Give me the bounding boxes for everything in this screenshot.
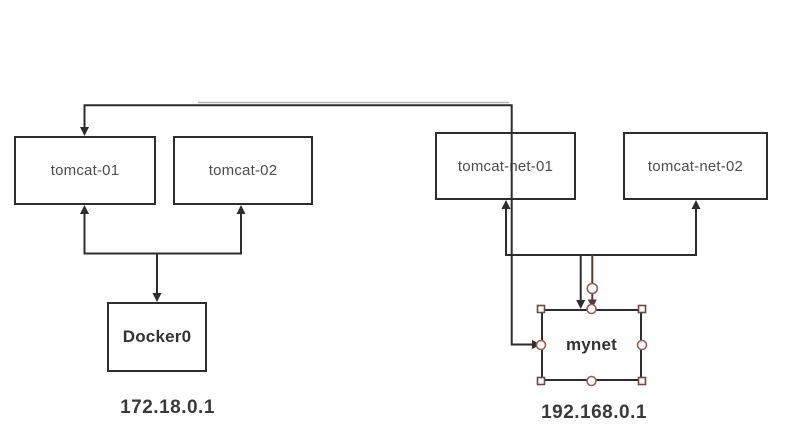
connector-docker0-tomcats[interactable] bbox=[83, 214, 242, 255]
node-mynet[interactable]: mynet bbox=[541, 309, 642, 381]
node-tomcat-net-01[interactable]: tomcat-net-01 bbox=[435, 132, 576, 200]
node-tomcat-net-01-label: tomcat-net-01 bbox=[457, 157, 554, 175]
arrowhead-icon bbox=[80, 127, 89, 136]
node-docker0-label: Docker0 bbox=[122, 327, 192, 346]
node-tomcat-net-02-label: tomcat-net-02 bbox=[647, 157, 744, 175]
arrowhead-icon bbox=[691, 200, 701, 209]
node-docker0[interactable]: Docker0 bbox=[107, 302, 207, 372]
arrowhead-icon bbox=[80, 205, 89, 214]
arrowhead-icon bbox=[532, 340, 541, 349]
arrowhead-icon bbox=[587, 299, 597, 309]
arrowhead-icon bbox=[236, 205, 246, 214]
node-tomcat-02-label: tomcat-02 bbox=[208, 162, 278, 179]
node-mynet-label: mynet bbox=[565, 335, 618, 354]
connector-mynet-tomcatnets[interactable] bbox=[505, 209, 697, 256]
node-tomcat-01-label: tomcat-01 bbox=[50, 162, 120, 179]
ip-label-docker0[interactable]: 172.18.0.1 bbox=[120, 397, 215, 418]
node-tomcat-01[interactable]: tomcat-01 bbox=[14, 136, 156, 205]
arrowhead-icon bbox=[152, 293, 162, 302]
selection-handle-circle-icon[interactable] bbox=[586, 282, 599, 295]
node-tomcat-02[interactable]: tomcat-02 bbox=[173, 136, 313, 205]
node-tomcat-net-02[interactable]: tomcat-net-02 bbox=[623, 132, 768, 200]
arrowhead-icon bbox=[501, 200, 511, 209]
ip-label-mynet[interactable]: 192.168.0.1 bbox=[541, 402, 647, 423]
arrowhead-icon bbox=[576, 300, 586, 309]
